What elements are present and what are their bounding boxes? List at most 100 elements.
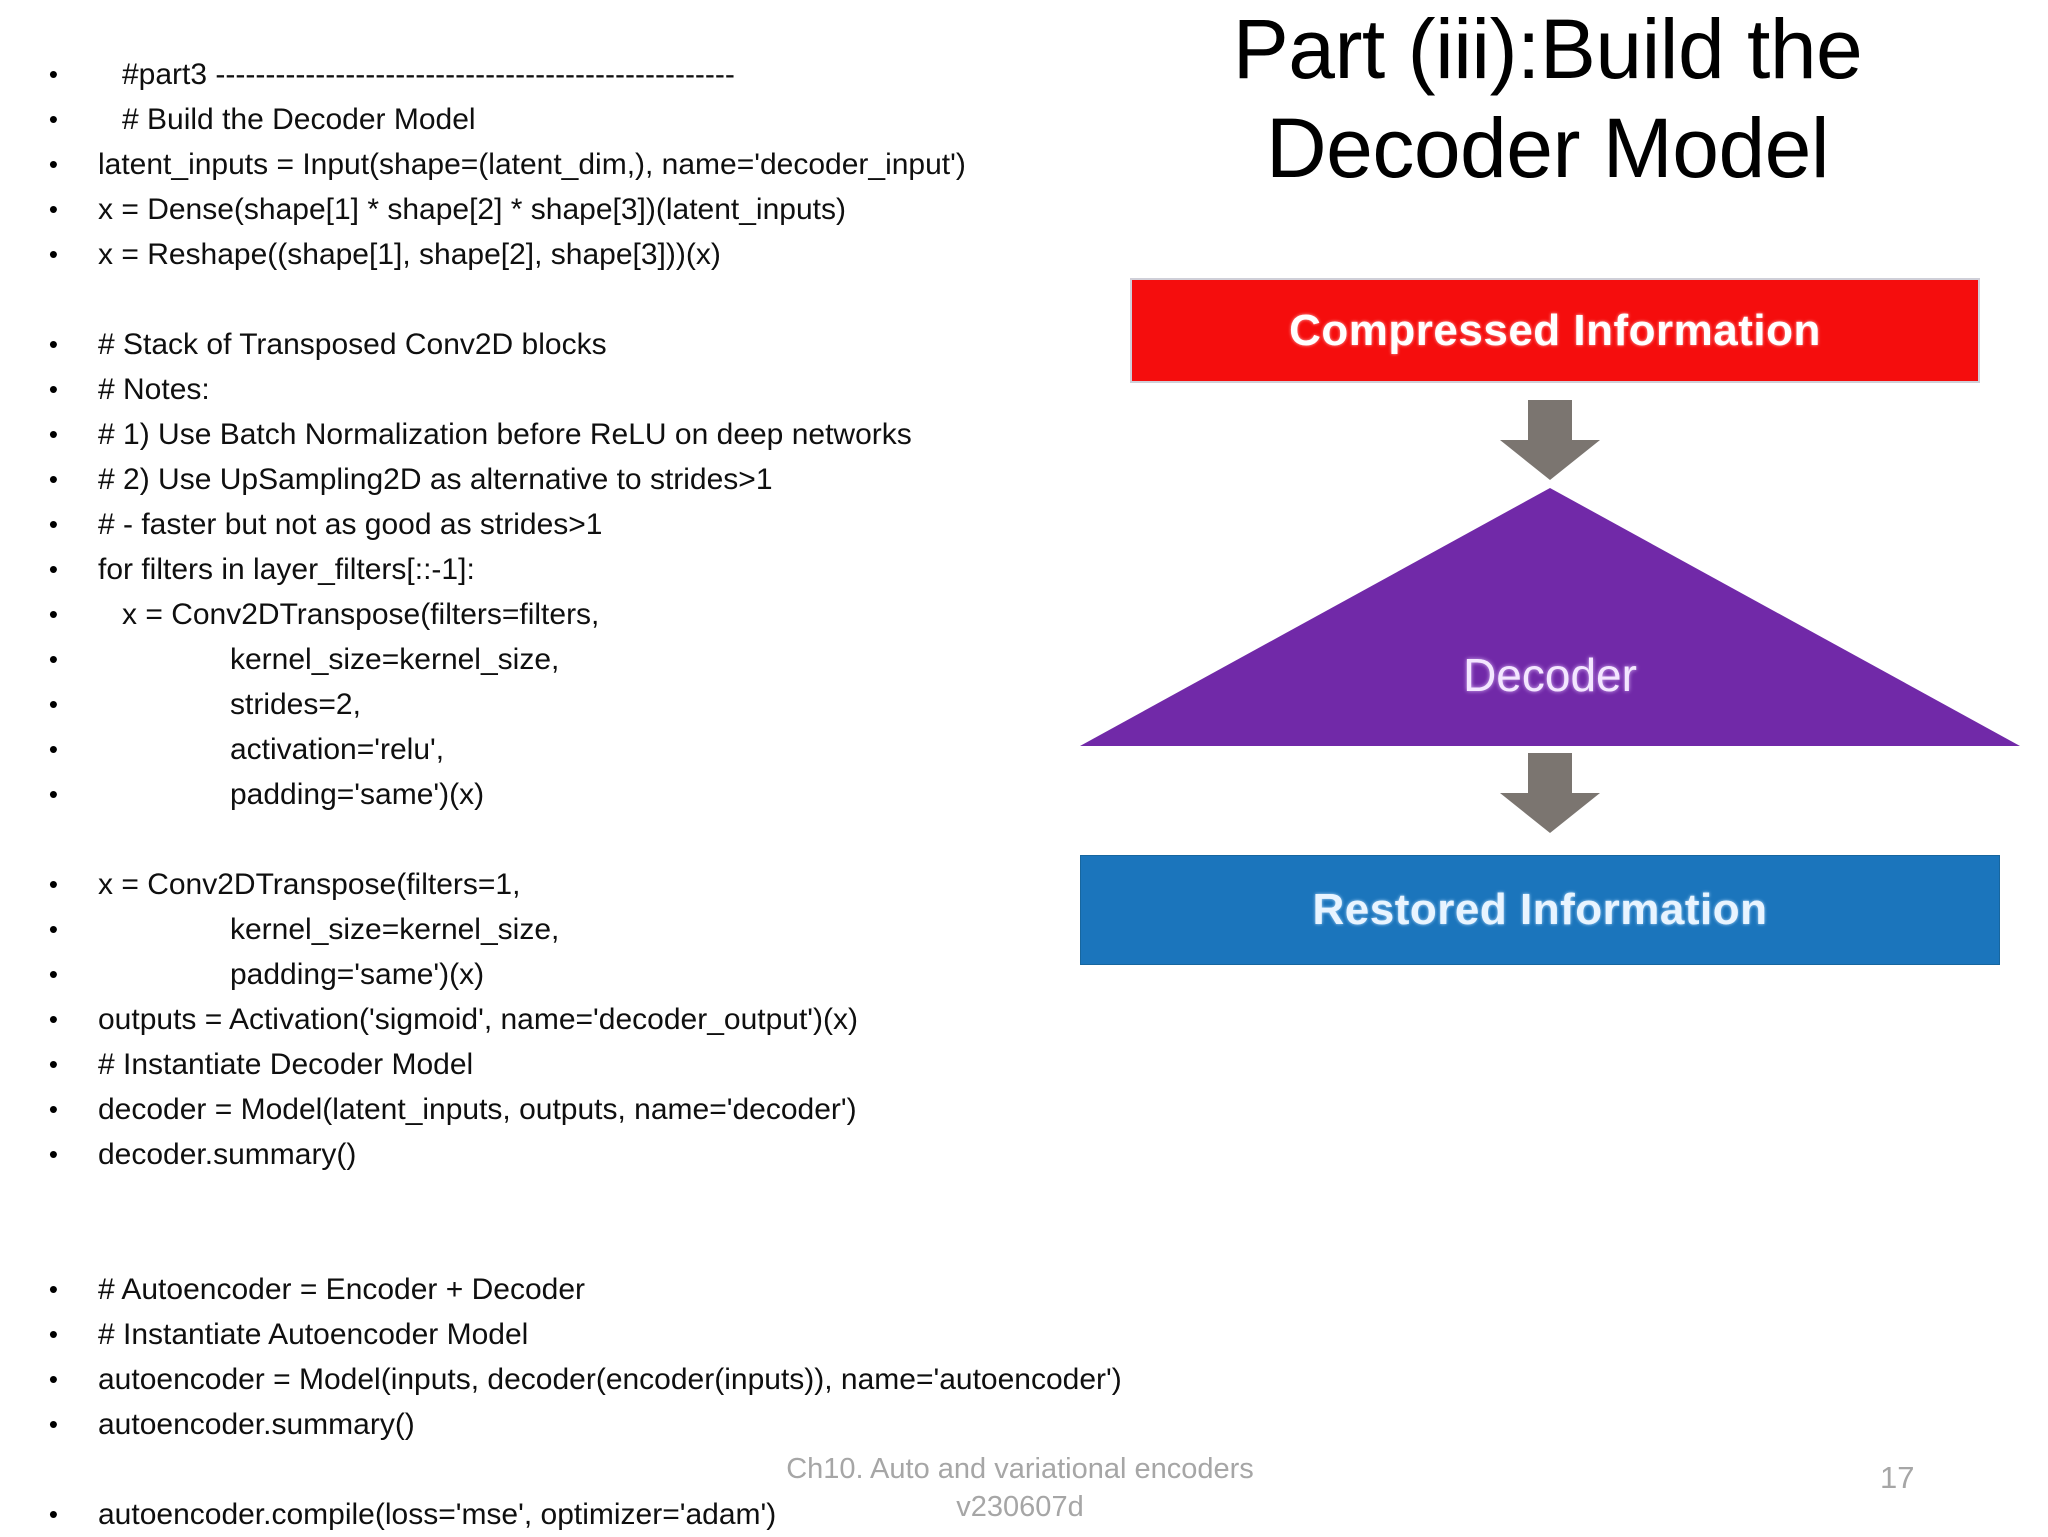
code-line-text: x = Conv2DTranspose(filters=filters, — [122, 598, 600, 631]
bullet-icon: • — [48, 464, 58, 494]
down-arrow-icon-bottom — [1500, 753, 1600, 833]
code-line-text: # Build the Decoder Model — [122, 103, 476, 136]
code-line: • x = Reshape((shape[1], shape[2], shape[… — [0, 232, 1050, 277]
compressed-information-label: Compressed Information — [1289, 305, 1821, 355]
bullet-icon: • — [48, 1364, 58, 1394]
code-line: • # Stack of Transposed Conv2D blocks — [0, 322, 1050, 367]
decoder-flow-diagram: Compressed Information Decoder Restored … — [1060, 240, 2040, 965]
bullet-icon: • — [48, 914, 58, 944]
arrow-shaft — [1528, 753, 1572, 795]
slide-title-line-2: Decoder Model — [1265, 101, 1830, 196]
code-line-text: #part3 ---------------------------------… — [122, 58, 735, 91]
bullet-icon: • — [48, 689, 58, 719]
code-line: • #part3 --------------------------------… — [0, 52, 1050, 97]
code-line-text: x = Reshape((shape[1], shape[2], shape[3… — [98, 238, 721, 271]
bullet-icon: • — [48, 779, 58, 809]
code-line-text: # Instantiate Decoder Model — [98, 1048, 474, 1081]
code-line-blank — [0, 1177, 1050, 1222]
code-line: •# 1) Use Batch Normalization before ReL… — [0, 412, 1050, 457]
code-line-text: x = Conv2DTranspose(filters=1, — [98, 868, 521, 901]
code-line-text: # 2) Use UpSampling2D as alternative to … — [98, 463, 773, 496]
code-line-text: # Stack of Transposed Conv2D blocks — [98, 328, 607, 361]
bullet-icon: • — [48, 869, 58, 899]
bullet-icon: • — [48, 149, 58, 179]
code-line-text: latent_inputs = Input(shape=(latent_dim,… — [98, 148, 966, 181]
code-line: • padding='same')(x) — [0, 772, 1050, 817]
bullet-icon: • — [48, 239, 58, 269]
code-line: • autoencoder.summary() — [0, 1402, 1050, 1447]
code-line: • padding='same')(x) — [0, 952, 1050, 997]
code-line-text: activation='relu', — [230, 733, 445, 766]
down-arrow-icon-top — [1500, 400, 1600, 480]
bullet-icon: • — [48, 1409, 58, 1439]
code-line-text: # 1) Use Batch Normalization before ReLU… — [98, 418, 912, 451]
slide-title-line-1: Part (iii):Build the — [1232, 2, 1863, 96]
decoder-triangle: Decoder — [1080, 488, 2020, 746]
code-line: • autoencoder = Model(inputs, decoder(enc… — [0, 1357, 1122, 1402]
code-line-text: strides=2, — [230, 688, 361, 721]
bullet-icon: • — [48, 1094, 58, 1124]
bullet-icon: • — [48, 59, 58, 89]
page-number: 17 — [1880, 1460, 1915, 1495]
code-line: • decoder.summary() — [0, 1132, 1050, 1177]
arrow-shaft — [1528, 400, 1572, 442]
code-line-text: outputs = Activation('sigmoid', name='de… — [98, 1003, 858, 1036]
code-line: • latent_inputs = Input(shape=(latent_dim… — [0, 142, 1050, 187]
code-line-blank — [0, 817, 1050, 862]
slide-title: Part (iii):Build the Decoder Model — [1055, 0, 2040, 198]
bullet-icon: • — [48, 509, 58, 539]
code-line: •x = Dense(shape[1] * shape[2] * shape[3… — [0, 187, 1050, 232]
arrow-head — [1500, 793, 1600, 833]
code-line-text: padding='same')(x) — [230, 958, 485, 991]
code-line: • strides=2, — [0, 682, 1050, 727]
compressed-information-box: Compressed Information — [1130, 278, 1980, 383]
decoder-label: Decoder — [1463, 649, 1637, 701]
code-line: •# Notes: — [0, 367, 1050, 412]
code-line: • # - faster but not as good as strides>1 — [0, 502, 1050, 547]
footer-line-1: Ch10. Auto and variational encoders — [786, 1453, 1254, 1485]
code-line: • autoencoder.compile(loss='mse', optimiz… — [0, 1492, 1050, 1537]
code-line-text: # Autoencoder = Encoder + Decoder — [98, 1273, 586, 1306]
code-line: • outputs = Activation('sigmoid', name='d… — [0, 997, 1050, 1042]
code-line-text: x = Dense(shape[1] * shape[2] * shape[3]… — [98, 193, 846, 226]
triangle-shape — [1080, 488, 2020, 746]
code-line-text: # - faster but not as good as strides>1 — [98, 508, 603, 541]
code-line-text: autoencoder = Model(inputs, decoder(enco… — [98, 1363, 1122, 1396]
bullet-icon: • — [48, 1049, 58, 1079]
code-line-text: # Notes: — [98, 373, 210, 406]
code-line: •# Instantiate Autoencoder Model — [0, 1312, 1050, 1357]
bullet-icon: • — [48, 104, 58, 134]
bullet-icon: • — [48, 554, 58, 584]
bullet-icon: • — [48, 1499, 58, 1529]
bullet-icon: • — [48, 599, 58, 629]
bullet-icon: • — [48, 329, 58, 359]
bullet-icon: • — [48, 959, 58, 989]
code-line-text: padding='same')(x) — [230, 778, 485, 811]
bullet-icon: • — [48, 1139, 58, 1169]
code-line: • # Build the Decoder Model — [0, 97, 1050, 142]
code-line-text: decoder.summary() — [98, 1138, 357, 1171]
code-line-blank — [0, 277, 1050, 322]
arrow-head — [1500, 440, 1600, 480]
code-line: • # 2) Use UpSampling2D as alternative to… — [0, 457, 1050, 502]
code-line-text: kernel_size=kernel_size, — [230, 913, 560, 946]
code-line: •for filters in layer_filters[::-1]: — [0, 547, 1050, 592]
footer-line-2: v230607d — [956, 1491, 1084, 1524]
bullet-icon: • — [48, 734, 58, 764]
code-line: • decoder = Model(latent_inputs, outputs,… — [0, 1087, 1050, 1132]
bullet-icon: • — [48, 1004, 58, 1034]
code-line: • kernel_size=kernel_size, — [0, 907, 1050, 952]
code-line-text: decoder = Model(latent_inputs, outputs, … — [98, 1093, 857, 1126]
code-bullet-list: • #part3 --------------------------------… — [0, 52, 1122, 1537]
code-line-text: autoencoder.summary() — [98, 1408, 415, 1441]
code-line-text: kernel_size=kernel_size, — [230, 643, 560, 676]
code-line-text: autoencoder.compile(loss='mse', optimize… — [98, 1498, 777, 1531]
restored-information-box: Restored Information — [1080, 855, 2000, 965]
code-line: •# Autoencoder = Encoder + Decoder — [0, 1267, 1050, 1312]
bullet-icon: • — [48, 644, 58, 674]
code-line: • kernel_size=kernel_size, — [0, 637, 1050, 682]
restored-information-label: Restored Information — [1312, 885, 1768, 934]
code-line: • x = Conv2DTranspose(filters=1, — [0, 862, 1050, 907]
code-line-blank — [0, 1222, 1050, 1267]
